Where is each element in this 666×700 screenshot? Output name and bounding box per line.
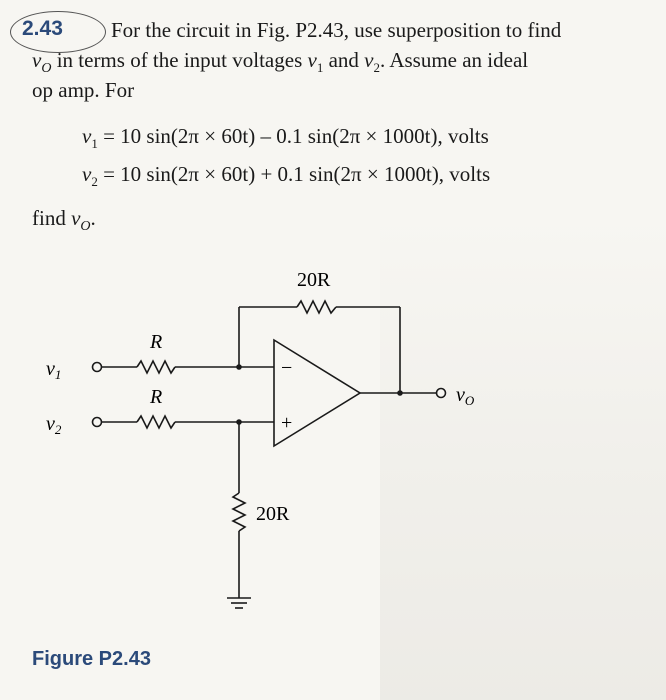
equation-v1: v1 = 10 sin(2π × 60t) – 0.1 sin(2π × 100… bbox=[82, 124, 489, 152]
v2-symbol: v bbox=[364, 48, 374, 72]
eq1-sub: 1 bbox=[91, 136, 98, 152]
op-amp-plus: + bbox=[281, 412, 292, 434]
problem-line-1: For the circuit in Fig. P2.43, use super… bbox=[111, 18, 562, 42]
label-v1: v1 bbox=[46, 358, 61, 382]
op-amp-minus: − bbox=[281, 357, 292, 379]
find-text: find bbox=[32, 206, 72, 230]
eq1-lhs: v bbox=[82, 124, 92, 148]
label-resistor-r1: R bbox=[149, 331, 162, 353]
resistor-ground bbox=[231, 492, 247, 532]
v1-symbol: v bbox=[307, 48, 317, 72]
find-vo-sub: O bbox=[80, 219, 91, 235]
problem-line-2-text: in terms of the input voltages bbox=[51, 48, 308, 72]
node-dot-noninverting bbox=[236, 419, 242, 425]
node-dot-inverting bbox=[236, 364, 242, 370]
problem-line-2: vO in terms of the input voltages v1 and… bbox=[32, 45, 528, 84]
figure-caption: Figure P2.43 bbox=[32, 648, 151, 670]
resistor-r1 bbox=[136, 359, 176, 375]
bleed-through-shading bbox=[380, 215, 666, 700]
eq2-rhs: = 10 sin(2π × 60t) + 0.1 sin(2π × 1000t)… bbox=[97, 162, 491, 186]
vo-subscript: O bbox=[41, 61, 52, 77]
label-v2-symbol: v bbox=[46, 413, 55, 435]
equation-v2: v2 = 10 sin(2π × 60t) + 0.1 sin(2π × 100… bbox=[82, 162, 490, 190]
problem-number-circle bbox=[10, 11, 106, 53]
vo-symbol: v bbox=[32, 48, 42, 72]
find-end: . bbox=[90, 206, 96, 230]
resistor-r2 bbox=[136, 414, 176, 430]
label-feedback-resistor: 20R bbox=[297, 269, 331, 291]
label-v2: v2 bbox=[46, 413, 62, 437]
problem-line-2-and: and bbox=[323, 48, 365, 72]
label-vo-symbol: v bbox=[456, 384, 465, 406]
eq2-lhs: v bbox=[82, 162, 92, 186]
find-vo: v bbox=[71, 206, 81, 230]
find-line: find vO. bbox=[32, 206, 96, 235]
label-v1-symbol: v bbox=[46, 358, 55, 380]
output-terminal bbox=[435, 387, 447, 399]
input-terminal-1 bbox=[91, 361, 103, 373]
label-vo: vO bbox=[456, 384, 475, 408]
label-vo-sub: O bbox=[465, 393, 475, 408]
eq1-rhs: = 10 sin(2π × 60t) – 0.1 sin(2π × 1000t)… bbox=[97, 124, 489, 148]
v2-subscript: 2 bbox=[373, 60, 380, 76]
op-amp-triangle bbox=[273, 338, 362, 448]
v1-subscript: 1 bbox=[316, 60, 324, 76]
resistor-feedback bbox=[296, 299, 337, 315]
problem-line-3: op amp. For bbox=[32, 78, 135, 102]
input-terminal-2 bbox=[91, 416, 103, 428]
eq2-sub: 2 bbox=[91, 174, 98, 190]
node-dot-output bbox=[397, 390, 403, 396]
label-ground-resistor: 20R bbox=[256, 503, 290, 525]
label-v2-sub: 2 bbox=[55, 422, 62, 437]
problem-line-2-end: . Assume an ideal bbox=[379, 48, 529, 72]
problem-number: 2.43 bbox=[22, 17, 63, 40]
label-resistor-r2: R bbox=[149, 386, 162, 408]
label-v1-sub: 1 bbox=[55, 367, 62, 382]
